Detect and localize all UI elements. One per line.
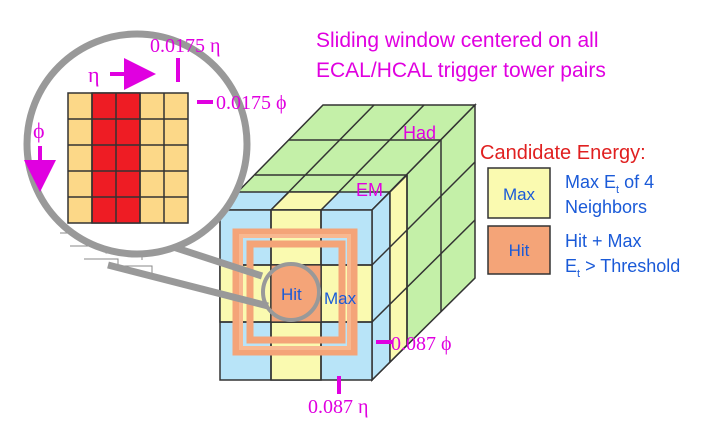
cube-eta-granularity: 0.087 η <box>308 396 368 418</box>
legend-hit-swatch <box>487 225 551 275</box>
title-line-2: ECAL/HCAL trigger tower pairs <box>316 59 606 82</box>
cube-right-face <box>371 103 476 382</box>
magnifier-small-circle <box>261 262 321 322</box>
legend-heading: Candidate Energy: <box>480 142 646 164</box>
sliding-window <box>232 228 358 356</box>
em-label: EM <box>356 180 383 200</box>
zoom-phi-granularity: 0.0175 ϕ <box>216 92 287 114</box>
crystal-grid <box>67 92 189 224</box>
had-label: Had <box>403 123 436 143</box>
zoom-phi-symbol: ϕ <box>33 118 45 143</box>
legend-max-desc-line1: Max Et of 4 <box>565 172 654 196</box>
legend: Candidate Energy: Max Max Et of 4 Neighb… <box>480 142 680 280</box>
zoom-eta-granularity: 0.0175 η <box>150 35 220 57</box>
legend-hit-box-label: Hit <box>509 241 530 260</box>
title-line-1: Sliding window centered on all <box>316 29 599 52</box>
zoom-eta-symbol: η <box>88 62 100 87</box>
max-label: Max <box>324 289 357 308</box>
legend-max-box-label: Max <box>503 185 536 204</box>
legend-hit-desc-line2: Et > Threshold <box>565 256 680 280</box>
hit-label: Hit <box>281 285 302 304</box>
legend-hit-desc-line1: Hit + Max <box>565 231 642 251</box>
legend-max-desc-line2: Neighbors <box>565 197 647 217</box>
cube-phi-granularity: 0.087 ϕ <box>391 333 452 355</box>
legend-max-swatch <box>487 167 551 219</box>
zoom-line-lower <box>107 261 269 310</box>
